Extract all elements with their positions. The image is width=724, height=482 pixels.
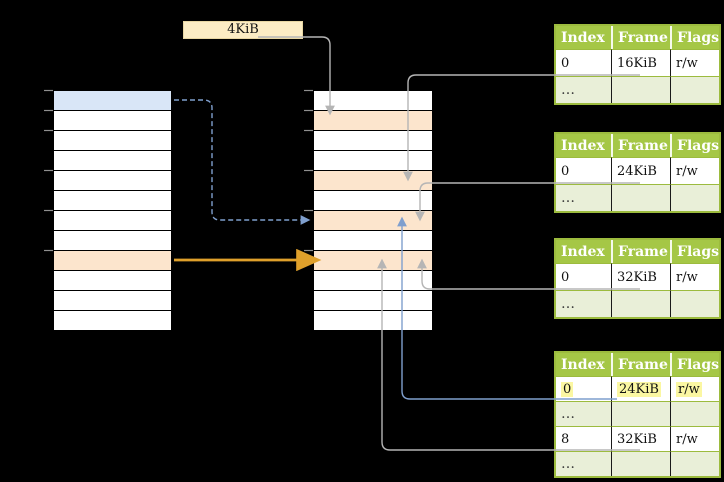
cell-text: 0 — [561, 163, 570, 179]
page-table-4-cell-r3c2: 32KiB — [611, 426, 670, 451]
virtual-memory-row-11 — [54, 291, 171, 311]
cell-text: 0 — [561, 269, 570, 285]
virtual-memory-column — [53, 90, 172, 331]
page-table-2-cell-r2c1: … — [556, 184, 611, 211]
page-table-1-cell-r1c3: r/w — [670, 49, 719, 76]
virtual-memory-row-3 — [54, 131, 171, 151]
page-table-1-cell-r1c2: 16KiB — [611, 49, 670, 76]
page-table-2-cell-r1c2: 24KiB — [611, 157, 670, 184]
page-table-1-cell-r1c1: 0 — [556, 49, 611, 76]
page-table-4-cell-r1c2: 24KiB — [611, 376, 670, 401]
cell-text: … — [561, 190, 576, 206]
page-table-3-cell-r1c3: r/w — [670, 263, 719, 290]
cell-text: 0 — [561, 55, 570, 71]
cell-text: 16KiB — [617, 55, 657, 71]
page-table-3-header-index: Index — [556, 240, 611, 263]
page-table-3-cell-r2c3 — [670, 290, 719, 317]
cell-text: r/w — [676, 55, 698, 71]
page-table-4-cell-r3c3: r/w — [670, 426, 719, 451]
page-table-3-header-frame: Frame — [611, 240, 670, 263]
page-table-4-cell-r4c3 — [670, 451, 719, 476]
virtual-memory-row-8 — [54, 231, 171, 251]
cell-text: … — [561, 456, 576, 472]
virtual-memory-row-7 — [54, 211, 171, 231]
physical-memory-row-6 — [314, 191, 432, 211]
physical-memory-row-5 — [314, 171, 432, 191]
page-table-4-cell-r4c2 — [611, 451, 670, 476]
page-table-1-header-index: Index — [556, 26, 611, 49]
page-table-1-cell-r2c3 — [670, 76, 719, 103]
page-table-1-cell-r2c1: … — [556, 76, 611, 103]
physical-memory-row-1 — [314, 91, 432, 111]
page-table-4-header-frame: Frame — [611, 353, 670, 376]
physical-memory-row-9 — [314, 251, 432, 271]
page-table-3-cell-r2c2 — [611, 290, 670, 317]
page-table-2-header-index: Index — [556, 134, 611, 157]
page-table-4-cell-r1c1: 0 — [556, 376, 611, 401]
page-table-4-cell-r2c2 — [611, 401, 670, 426]
page-table-2-cell-r2c3 — [670, 184, 719, 211]
page-table-3-header-flags: Flags — [670, 240, 719, 263]
virtual-memory-row-1 — [54, 91, 171, 111]
cell-text: r/w — [676, 163, 698, 179]
page-table-3-cell-r1c2: 32KiB — [611, 263, 670, 290]
page-table-3-cell-r2c1: … — [556, 290, 611, 317]
physical-memory-row-3 — [314, 131, 432, 151]
cell-text: r/w — [676, 269, 698, 285]
page-table-4-cell-r3c1: 8 — [556, 426, 611, 451]
page-table-3-cell-r1c1: 0 — [556, 263, 611, 290]
page-table-1-header-flags: Flags — [670, 26, 719, 49]
cell-text: 32KiB — [617, 269, 657, 285]
virtual-memory-row-12 — [54, 311, 171, 330]
page-table-2-cell-r1c3: r/w — [670, 157, 719, 184]
page-table-2-header-frame: Frame — [611, 134, 670, 157]
page-table-4-cell-r1c3: r/w — [670, 376, 719, 401]
virtual-memory-row-4 — [54, 151, 171, 171]
page-table-2-cell-r1c1: 0 — [556, 157, 611, 184]
physical-memory-column — [313, 90, 433, 331]
virtual-memory-row-5 — [54, 171, 171, 191]
physical-memory-row-10 — [314, 271, 432, 291]
physical-memory-row-11 — [314, 291, 432, 311]
page-table-4-cell-r2c3 — [670, 401, 719, 426]
cell-text: … — [561, 82, 576, 98]
page-table-4-header-flags: Flags — [670, 353, 719, 376]
cell-text: r/w — [676, 381, 702, 397]
virtual-memory-row-6 — [54, 191, 171, 211]
cell-text: r/w — [676, 431, 698, 447]
arrow-virtual-row1-to-physical-row7 — [174, 99, 311, 225]
page-table-1-cell-r2c2 — [611, 76, 670, 103]
virtual-memory-row-2 — [54, 111, 171, 131]
virtual-memory-row-9 — [54, 251, 171, 271]
physical-memory-row-2 — [314, 111, 432, 131]
physical-memory-row-8 — [314, 231, 432, 251]
physical-memory-row-7 — [314, 211, 432, 231]
physical-memory-row-4 — [314, 151, 432, 171]
cell-text: … — [561, 406, 576, 422]
page-table-2-cell-r2c2 — [611, 184, 670, 211]
cell-text: 8 — [561, 431, 570, 447]
virtual-memory-row-10 — [54, 271, 171, 291]
cell-text: 24KiB — [617, 163, 657, 179]
page-table-4-cell-r4c1: … — [556, 451, 611, 476]
page-table-1-header-frame: Frame — [611, 26, 670, 49]
cell-text: … — [561, 296, 576, 312]
cell-text: 0 — [561, 381, 574, 397]
physical-memory-row-12 — [314, 311, 432, 330]
cell-text: 32KiB — [617, 431, 657, 447]
page-table-4-cell-r2c1: … — [556, 401, 611, 426]
page-table-2-header-flags: Flags — [670, 134, 719, 157]
cell-text: 24KiB — [617, 381, 661, 397]
page-table-4-header-index: Index — [556, 353, 611, 376]
page-size-badge: 4KiB — [183, 21, 303, 39]
